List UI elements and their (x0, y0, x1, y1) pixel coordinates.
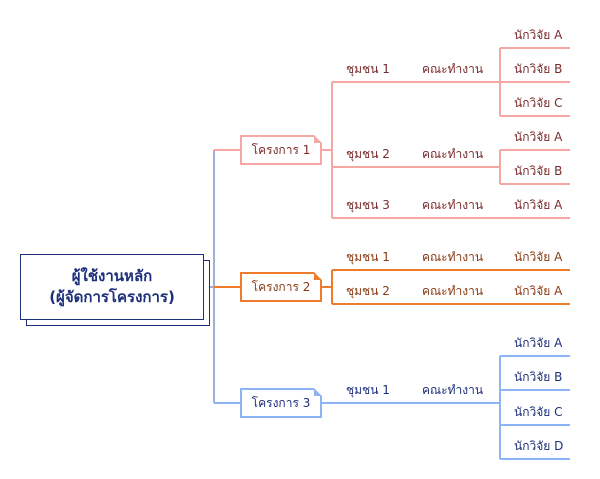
p2-c2-team[interactable]: คณะทำงาน (422, 284, 484, 298)
p1-community-1[interactable]: ชุมชน 1 (346, 62, 390, 76)
p1-c1-team[interactable]: คณะทำงาน (422, 62, 484, 76)
project-2-node[interactable]: โครงการ 2 (240, 272, 322, 302)
root-subtitle: (ผู้จัดการโครงการ) (49, 288, 175, 306)
p1-c1-researcher-c[interactable]: นักวิจัย C (514, 96, 563, 110)
p3-c1-team[interactable]: คณะทำงาน (422, 383, 484, 397)
p2-c1-team[interactable]: คณะทำงาน (422, 250, 484, 264)
p3-c1-researcher-a[interactable]: นักวิจัย A (514, 336, 563, 350)
root-title: ผู้ใช้งานหลัก (71, 267, 153, 285)
p3-c1-researcher-b[interactable]: นักวิจัย B (514, 370, 563, 384)
root-node[interactable]: ผู้ใช้งานหลัก (ผู้จัดการโครงการ) (20, 254, 204, 320)
project-1-node[interactable]: โครงการ 1 (240, 135, 322, 165)
p1-c3-researcher-a[interactable]: นักวิจัย A (514, 198, 563, 212)
project-2-label: โครงการ 2 (251, 279, 311, 294)
project-3-label: โครงการ 3 (251, 395, 311, 410)
p1-c2-researcher-a[interactable]: นักวิจัย A (514, 130, 563, 144)
p2-community-2[interactable]: ชุมชน 2 (346, 284, 390, 298)
p3-c1-researcher-c[interactable]: นักวิจัย C (514, 405, 563, 419)
project-3-node[interactable]: โครงการ 3 (240, 388, 322, 418)
p1-c1-researcher-b[interactable]: นักวิจัย B (514, 62, 563, 76)
p1-community-2[interactable]: ชุมชน 2 (346, 147, 390, 161)
p1-community-3[interactable]: ชุมชน 3 (346, 198, 390, 212)
folded-corner-icon (314, 388, 322, 396)
p2-community-1[interactable]: ชุมชน 1 (346, 250, 390, 264)
p3-community-1[interactable]: ชุมชน 1 (346, 383, 390, 397)
p1-c2-researcher-b[interactable]: นักวิจัย B (514, 164, 563, 178)
folded-corner-icon (314, 135, 322, 143)
folded-corner-icon (314, 272, 322, 280)
p2-c2-researcher-a[interactable]: นักวิจัย A (514, 284, 563, 298)
p3-c1-researcher-d[interactable]: นักวิจัย D (514, 439, 564, 453)
p1-c3-team[interactable]: คณะทำงาน (422, 198, 484, 212)
p1-c1-researcher-a[interactable]: นักวิจัย A (514, 28, 563, 42)
p1-c2-team[interactable]: คณะทำงาน (422, 147, 484, 161)
project-1-label: โครงการ 1 (251, 142, 311, 157)
p2-c1-researcher-a[interactable]: นักวิจัย A (514, 250, 563, 264)
